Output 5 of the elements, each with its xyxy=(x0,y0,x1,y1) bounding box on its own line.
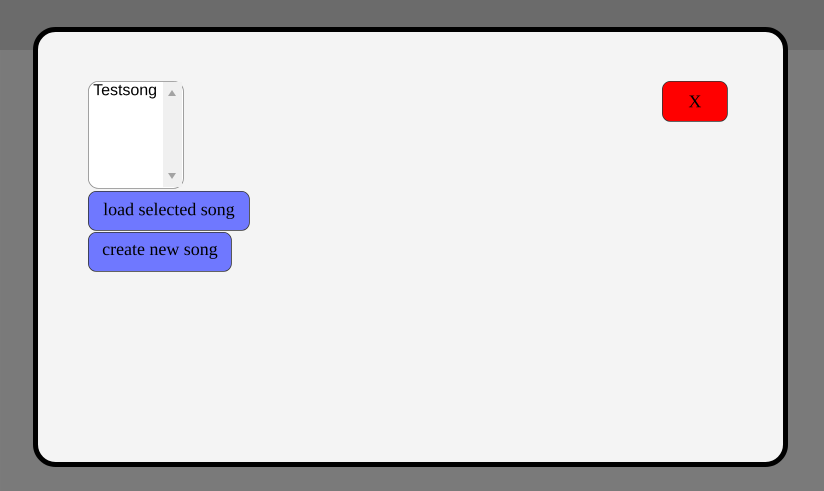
close-button: X xyxy=(662,81,728,122)
dialog-panel xyxy=(33,27,788,467)
button: create new song xyxy=(88,232,232,272)
button: load selected song xyxy=(88,190,250,231)
list-item: Testsong xyxy=(94,84,156,98)
